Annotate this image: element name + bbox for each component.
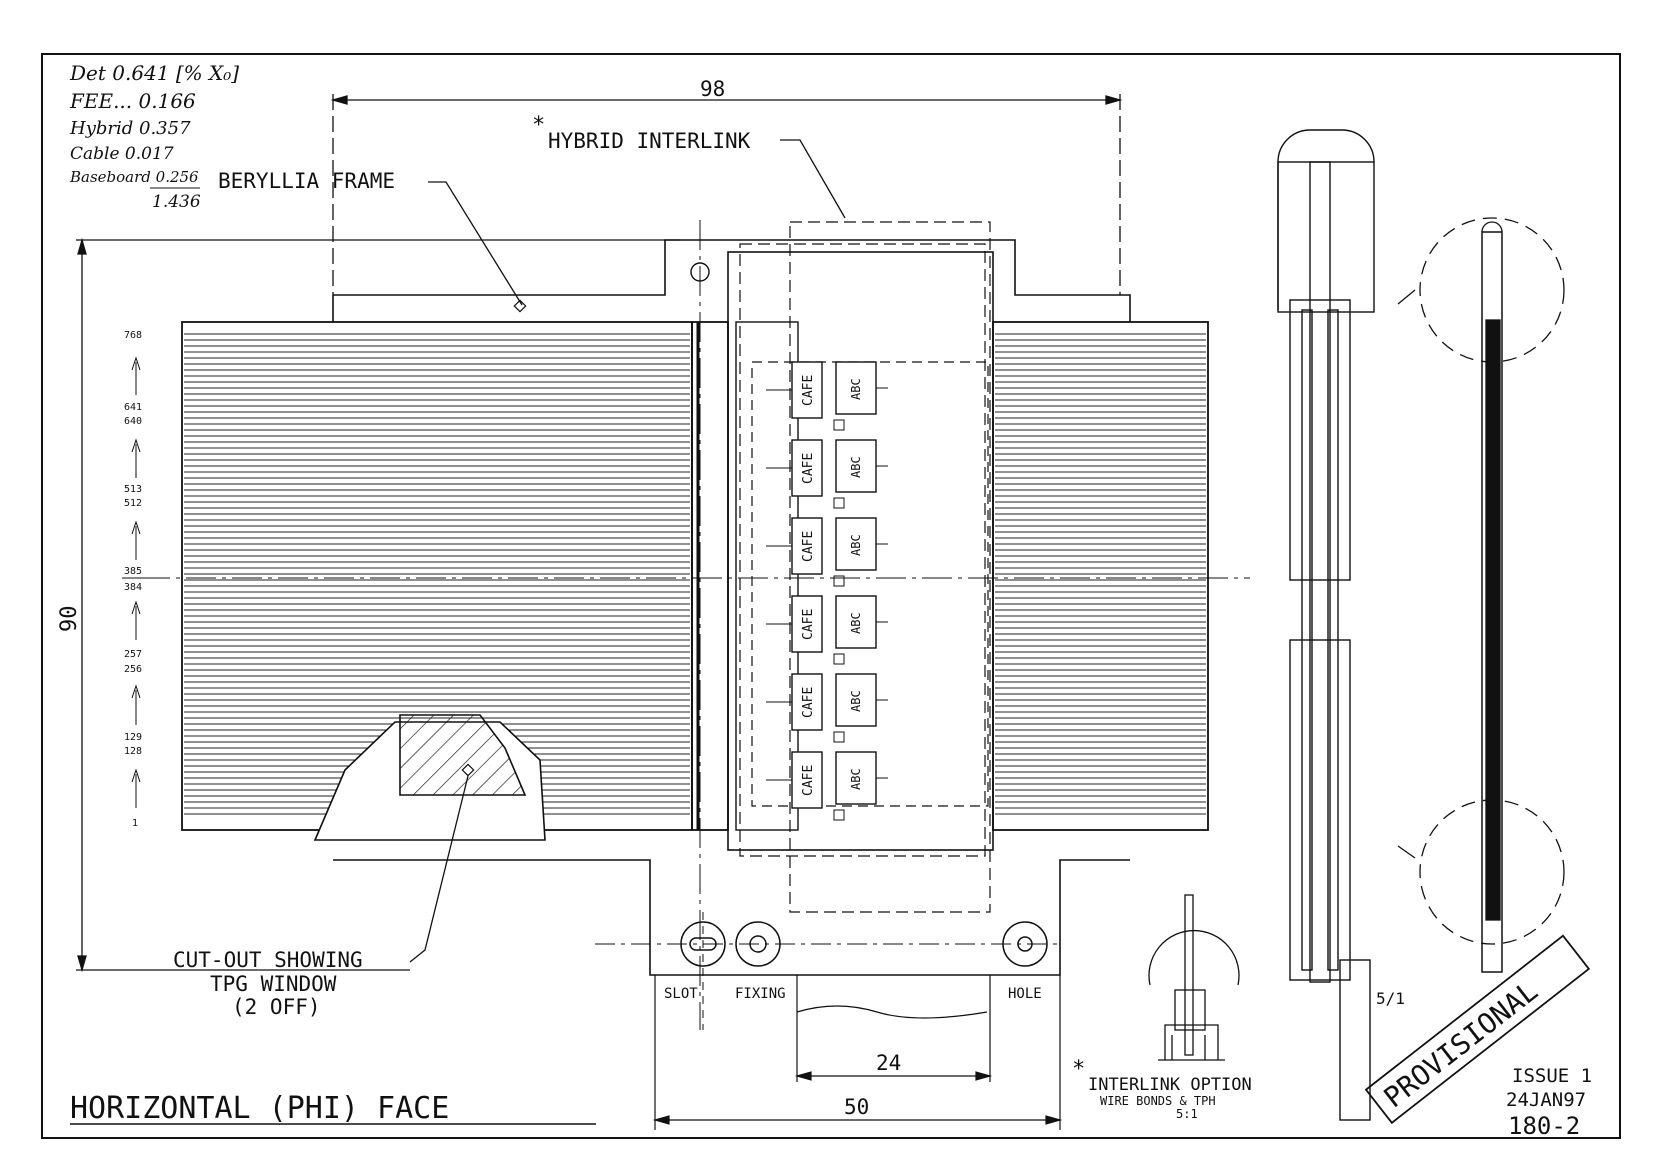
slot-label: SLOT bbox=[664, 986, 698, 1002]
strip-num: 257 bbox=[124, 649, 142, 660]
dim-90-label: 90 bbox=[57, 606, 82, 633]
chip-array: CAFE ABC CAFE ABC CAFE ABC CAFE ABC CAFE ABC CAFE A… bbox=[766, 361, 888, 821]
dimension-90 bbox=[76, 237, 680, 973]
note-hybrid: Hybrid 0.357 bbox=[69, 118, 191, 139]
chip-pair: CAFE ABC bbox=[766, 361, 888, 431]
strip-num: 641 bbox=[124, 402, 142, 413]
cutout-label-3: (2 OFF) bbox=[232, 995, 321, 1019]
issue-label: ISSUE 1 bbox=[1512, 1065, 1592, 1087]
strip-num: 385 bbox=[124, 566, 142, 577]
strip-num: 513 bbox=[124, 484, 142, 495]
abc-chip-label: ABC bbox=[849, 378, 863, 400]
chip-pair: CAFE ABC bbox=[766, 751, 888, 821]
mounting-holes bbox=[595, 912, 1060, 1030]
strip-num: 768 bbox=[124, 330, 142, 341]
side-view bbox=[1277, 129, 1375, 1121]
wire-bonds-label: WIRE BONDS & TPH bbox=[1100, 1094, 1216, 1108]
asterisk-2: * bbox=[1072, 1057, 1085, 1082]
dim-24-label: 24 bbox=[876, 1051, 901, 1075]
cafe-chip-label: CAFE bbox=[801, 687, 816, 718]
strip-num: 256 bbox=[124, 664, 142, 675]
strip-num: 129 bbox=[124, 732, 142, 743]
cutout-leader bbox=[409, 775, 469, 963]
dimension-24 bbox=[794, 975, 993, 1082]
beryllia-leader bbox=[428, 181, 523, 306]
abc-chip-label: ABC bbox=[849, 612, 863, 634]
note-det: Det 0.641 [% X₀] bbox=[69, 61, 239, 85]
cafe-chip-label: CAFE bbox=[801, 453, 816, 484]
strip-arrows bbox=[131, 356, 141, 808]
hybrid-interlink-label: HYBRID INTERLINK bbox=[548, 129, 751, 153]
asterisk-1: * bbox=[532, 113, 545, 138]
cafe-chip-label: CAFE bbox=[801, 609, 816, 640]
cafe-chip-label: CAFE bbox=[801, 375, 816, 406]
cutout-label-2: TPG WINDOW bbox=[210, 972, 337, 996]
dimension-98 bbox=[330, 94, 1123, 295]
abc-chip-label: ABC bbox=[849, 534, 863, 556]
fixing-label: FIXING bbox=[735, 986, 786, 1002]
cafe-chip-label: CAFE bbox=[801, 765, 816, 796]
note-baseboard: Baseboard 0.256 bbox=[69, 168, 199, 186]
hole-label: HOLE bbox=[1008, 986, 1042, 1002]
chip-pair: CAFE ABC bbox=[766, 595, 888, 665]
hybrid-leader bbox=[780, 139, 846, 219]
note-cable: Cable 0.017 bbox=[70, 144, 174, 164]
drawing-border bbox=[41, 53, 1621, 1139]
abc-chip-label: ABC bbox=[849, 690, 863, 712]
tpg-window-cutout bbox=[313, 714, 546, 841]
strip-num: 640 bbox=[124, 416, 142, 427]
strip-num: 1 bbox=[132, 818, 138, 829]
abc-chip-label: ABC bbox=[849, 456, 863, 478]
strip-number-column: 768 641 640 513 512 385 384 257 256 129 … bbox=[122, 330, 150, 829]
interlink-option-detail bbox=[1148, 894, 1240, 1061]
note-total: 1.436 bbox=[152, 192, 201, 212]
face-title: HORIZONTAL (PHI) FACE bbox=[70, 1091, 449, 1126]
scale-5-1-label: 5/1 bbox=[1376, 989, 1405, 1008]
beryllia-frame-label: BERYLLIA FRAME bbox=[218, 169, 395, 193]
dimension-50 bbox=[652, 975, 1063, 1130]
detail-circles bbox=[1397, 217, 1565, 973]
date-label: 24JAN97 bbox=[1506, 1089, 1586, 1111]
strip-num: 128 bbox=[124, 746, 142, 757]
chip-pair: CAFE ABC bbox=[766, 439, 888, 509]
note-fee: FEE... 0.166 bbox=[69, 89, 196, 113]
chip-pair: CAFE ABC bbox=[766, 517, 888, 587]
dim-50-label: 50 bbox=[844, 1095, 869, 1119]
cutout-label-1: CUT-OUT SHOWING bbox=[173, 948, 363, 972]
beryllia-frame-outline bbox=[332, 239, 1131, 976]
scale-5-1-small: 5:1 bbox=[1176, 1107, 1198, 1121]
chip-pair: CAFE ABC bbox=[766, 673, 888, 743]
drawing-number: 180-2 bbox=[1508, 1112, 1580, 1140]
strip-num: 512 bbox=[124, 498, 142, 509]
abc-chip-label: ABC bbox=[849, 768, 863, 790]
dim-98-label: 98 bbox=[700, 77, 725, 101]
strip-num: 384 bbox=[124, 582, 142, 593]
cafe-chip-label: CAFE bbox=[801, 531, 816, 562]
interlink-option-label: INTERLINK OPTION bbox=[1088, 1075, 1252, 1095]
right-strip-detector bbox=[992, 321, 1209, 831]
material-budget-notes: Det 0.641 [% X₀] FEE... 0.166 Hybrid 0.3… bbox=[69, 61, 239, 212]
